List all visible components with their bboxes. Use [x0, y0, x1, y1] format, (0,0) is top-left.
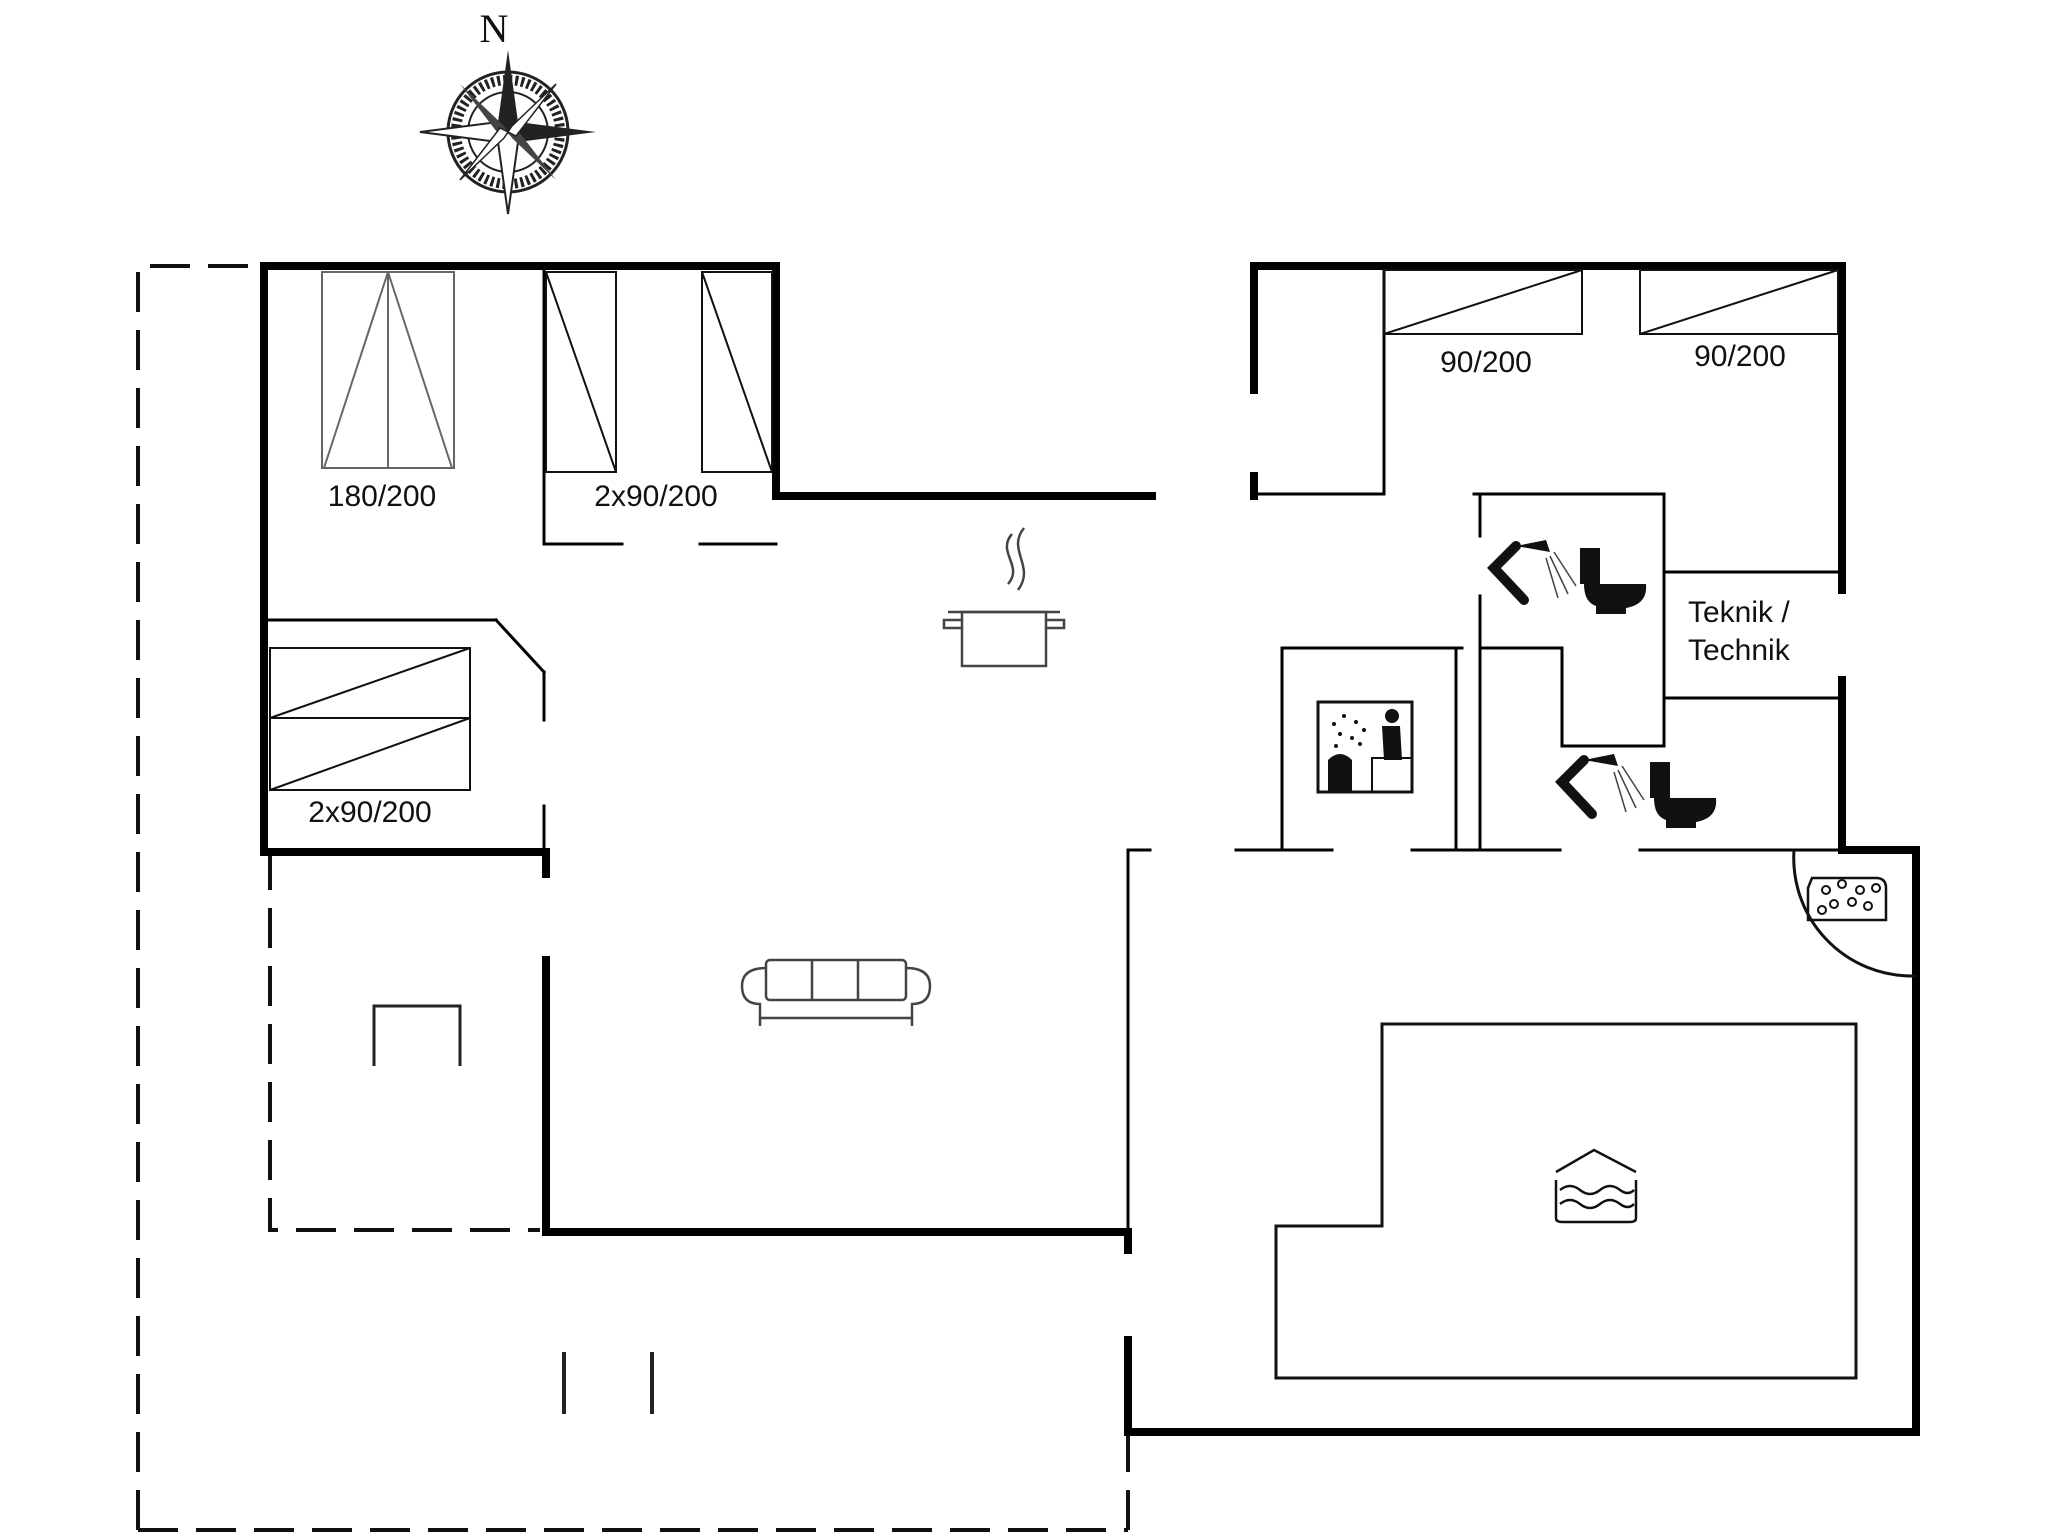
toilet-icon [1580, 548, 1647, 614]
east-wing-walls [1124, 262, 1920, 1436]
bed-single [545, 271, 617, 473]
outdoor-table [372, 1004, 462, 1066]
technical-room-label: Teknik / [1688, 596, 1790, 629]
swimming-pool [1274, 1022, 1858, 1380]
bed-double [321, 271, 455, 469]
whirlpool-icon [1792, 849, 1916, 978]
bed-label: 2x90/200 [308, 796, 431, 829]
bed-single [701, 271, 773, 473]
shower-icon [1487, 540, 1577, 605]
west-wing-walls [260, 262, 1156, 1434]
bed-label: 90/200 [1694, 340, 1786, 373]
bed-single [1639, 269, 1839, 335]
technical-room-label: Technik [1688, 634, 1791, 667]
cooking-pot-icon [942, 527, 1066, 668]
bed-label: 90/200 [1440, 346, 1532, 379]
bed-single [1383, 269, 1583, 335]
sofa-icon [740, 958, 932, 1026]
bed-single [269, 717, 471, 791]
compass-rose-icon: N [419, 6, 596, 215]
shower-icon [1555, 754, 1645, 819]
bed-single [269, 647, 471, 719]
bed-label: 2x90/200 [594, 480, 717, 513]
sauna-icon [1316, 700, 1414, 794]
carport-posts [562, 1352, 654, 1414]
terrace-outline [136, 264, 1130, 1536]
swimming-pool-icon [1554, 1148, 1638, 1224]
north-label: N [480, 6, 509, 51]
toilet-icon [1650, 762, 1717, 828]
bed-label: 180/200 [328, 480, 436, 513]
